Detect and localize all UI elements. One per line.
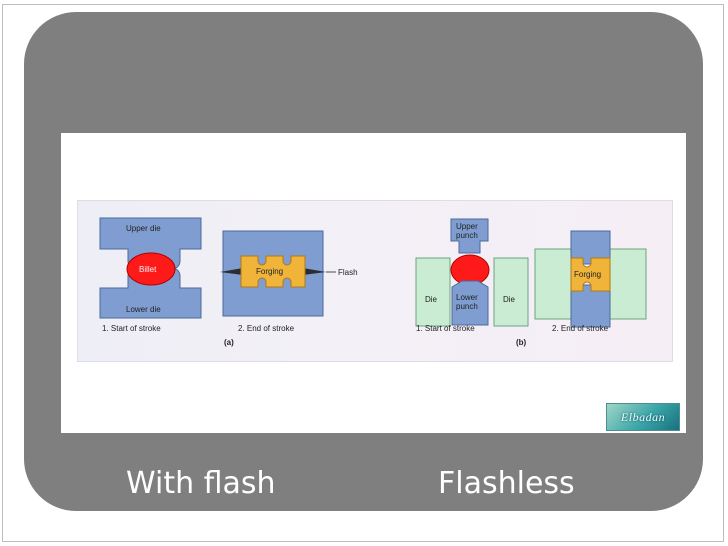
diagram-image: Upper die Billet Lower die 1. Start of s… [61, 133, 686, 433]
billet [126, 252, 176, 286]
punch-word: punch [456, 231, 478, 240]
start-of-stroke-caption-b: 1. Start of stroke [416, 324, 475, 333]
die-left-end [534, 248, 572, 320]
flash-label: Flash [338, 268, 358, 277]
end-of-stroke-caption-a: 2. End of stroke [238, 324, 295, 333]
start-of-stroke-caption-a: 1. Start of stroke [102, 324, 161, 333]
upper-die-label: Upper die [126, 224, 161, 233]
caption-flashless: Flashless [438, 466, 575, 501]
forging-shape [240, 255, 306, 288]
upper-punch-word: Upper [456, 222, 478, 231]
logo: Elbadan [606, 403, 680, 431]
forging-label-a: Forging [256, 267, 283, 276]
logo-text: Elbadan [620, 409, 666, 424]
lower-die-label: Lower die [126, 305, 161, 314]
upper-punch-label: Upper punch [456, 222, 480, 240]
forging-figure: Upper die Billet Lower die 1. Start of s… [77, 200, 673, 362]
panel-a-end: Forging Flash 2. End of stroke (a) [220, 230, 358, 347]
die-right-label: Die [503, 295, 516, 304]
forging-shape-b [570, 257, 611, 292]
panel-b-label: (b) [516, 338, 527, 347]
caption-with-flash: With flash [126, 466, 276, 501]
upper-punch [450, 218, 489, 254]
die-right-end [609, 248, 647, 320]
forging-label-b: Forging [574, 270, 601, 279]
billet-label: Billet [139, 265, 157, 274]
slide-border [2, 4, 724, 542]
die-left [415, 257, 451, 327]
die-right [493, 257, 529, 327]
die-left-label: Die [425, 295, 438, 304]
lower-punch-label: Lower punch [456, 293, 480, 311]
forging-diagram: Upper die Billet Lower die 1. Start of s… [99, 217, 647, 347]
lower-punch [451, 280, 489, 326]
lower-punch-word: Lower [456, 293, 478, 302]
end-of-stroke-caption-b: 2. End of stroke [552, 324, 609, 333]
panel-a-start: Upper die Billet Lower die 1. Start of s… [99, 217, 202, 333]
panel-a-label: (a) [224, 338, 234, 347]
panel-b-start: Upper punch Die Lower punch Die 1. Start… [415, 218, 529, 347]
lower-punch-end [570, 284, 611, 328]
panel-b-end: Forging 2. End of stroke [534, 230, 647, 333]
punch-word-2: punch [456, 302, 478, 311]
